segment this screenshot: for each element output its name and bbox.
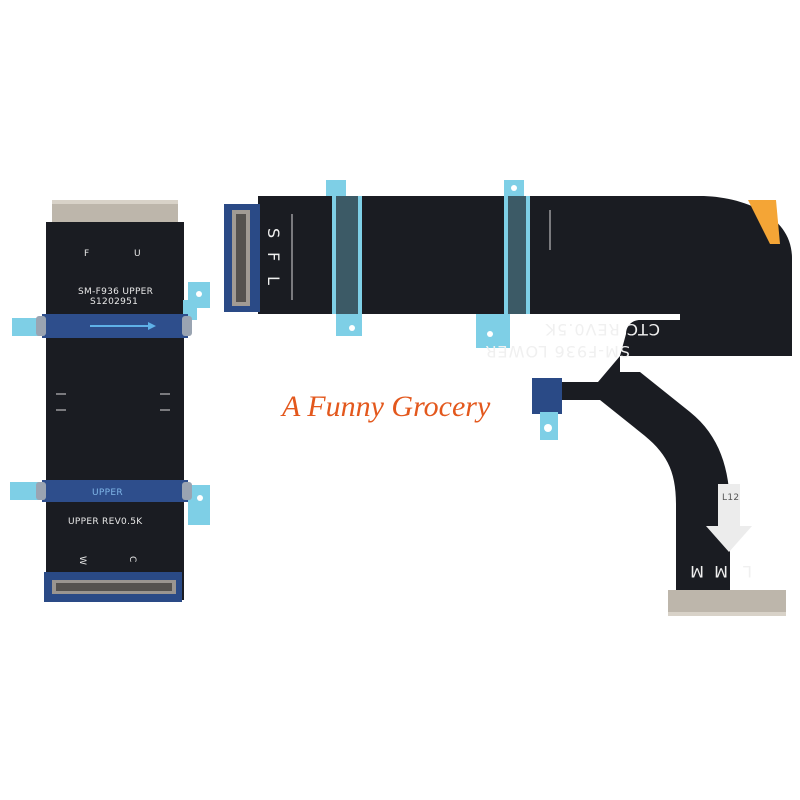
lower-stiffener-2: [476, 180, 530, 348]
upper-stiffener-left-top: [12, 318, 42, 336]
lower-bottom-letter-2: M: [713, 562, 728, 581]
lower-small-mount: [532, 378, 562, 440]
lower-bottom-letter-1: L: [742, 562, 752, 581]
upper-bottom-letter-2: C: [127, 556, 137, 563]
lower-left-letter-1: S: [264, 228, 283, 239]
lower-arrow-code: L12: [722, 493, 739, 503]
lower-bottom-letter-3: M: [689, 562, 704, 581]
upper-top-letter-2: U: [134, 249, 141, 259]
lower-flex-cable: S F L SM-F936 LOWER CTC REV0.5K: [224, 180, 792, 616]
lower-model-label: SM-F936 LOWER: [484, 342, 630, 361]
lower-left-letter-2: F: [264, 252, 283, 262]
upper-stiffener-left-bottom: [10, 482, 42, 500]
lower-left-letter-3: L: [264, 276, 283, 286]
upper-blue-band-bottom: [42, 480, 188, 502]
lower-orange-tab: [748, 200, 780, 244]
upper-flex-body: [46, 222, 184, 600]
lower-revision-label: CTC REV0.5K: [545, 320, 660, 339]
lower-bottom-contact: [668, 590, 786, 616]
upper-revision-label: UPPER REV0.5K: [68, 517, 143, 527]
upper-flex-cable: F U SM-F936 UPPER S1202951 UPPER UPPER R…: [10, 200, 210, 602]
lower-stiffener-1: [326, 180, 362, 336]
upper-bottom-letter-1: W: [77, 556, 87, 565]
upper-serial-label: S1202951: [90, 297, 138, 307]
upper-model-label: SM-F936 UPPER: [78, 287, 153, 297]
watermark-text: A Funny Grocery: [282, 390, 491, 423]
lower-flex-body: [258, 196, 792, 592]
lower-down-arrow: [706, 484, 752, 552]
upper-stiffener-right-bottom: [188, 485, 210, 525]
upper-band-tag: UPPER: [92, 488, 123, 498]
upper-top-letter-1: F: [84, 249, 89, 259]
